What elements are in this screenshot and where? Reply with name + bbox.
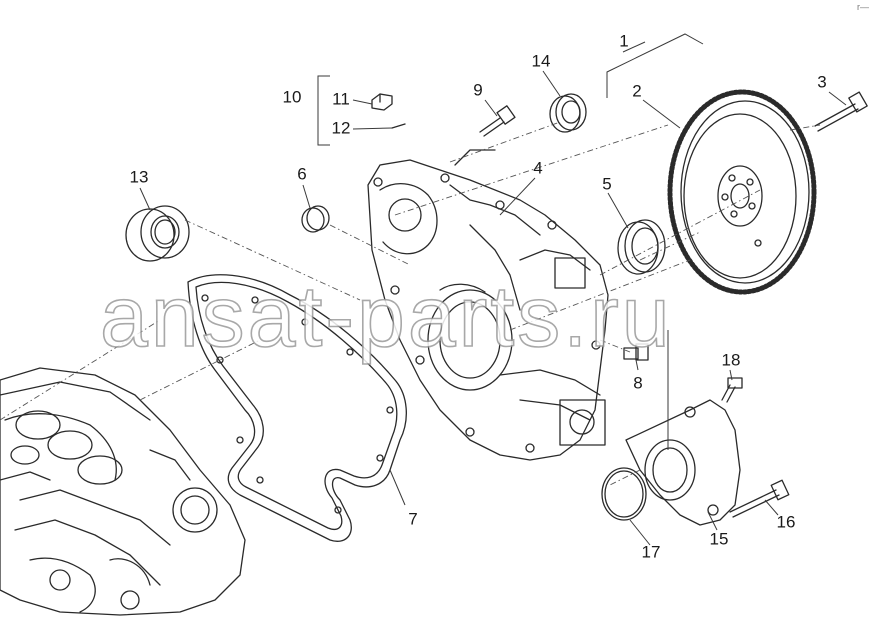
callout-17: 17 (641, 542, 661, 562)
bolt-3 (814, 91, 868, 132)
plug-6 (301, 205, 330, 233)
callout-12: 12 (331, 118, 351, 138)
callout-4: 4 (533, 158, 543, 178)
corner-mark: r— (857, 2, 869, 12)
callout-13: 13 (129, 167, 149, 187)
engine-block (0, 367, 246, 616)
callout-8: 8 (633, 373, 643, 393)
callout-15: 15 (709, 529, 729, 549)
bolt-18 (721, 377, 743, 403)
callout-2: 2 (632, 81, 642, 101)
callout-3: 3 (817, 72, 827, 92)
o-ring-17 (601, 467, 647, 521)
seal-14 (549, 93, 587, 133)
pin-12 (391, 123, 406, 129)
callout-7: 7 (408, 509, 418, 529)
callout-10: 10 (282, 87, 302, 107)
bolt-9 (479, 105, 516, 137)
clip-11 (371, 93, 393, 111)
callout-18: 18 (721, 350, 741, 370)
cover-15 (625, 399, 741, 526)
flywheel (667, 89, 817, 295)
callout-14: 14 (531, 51, 551, 71)
flywheel-housing (367, 149, 609, 461)
callout-9: 9 (473, 80, 483, 100)
bolt-8 (623, 343, 649, 361)
bolt-16 (729, 479, 790, 518)
seal-ring-5 (617, 219, 666, 275)
callout-11: 11 (332, 89, 350, 109)
callout-16: 16 (776, 512, 796, 532)
gasket (187, 274, 407, 542)
callout-5: 5 (602, 174, 612, 194)
callout-6: 6 (297, 164, 307, 184)
oil-seal-13 (125, 205, 190, 262)
callout-1: 1 (619, 31, 629, 51)
watermark-text: ansat-parts.ru (99, 268, 673, 366)
